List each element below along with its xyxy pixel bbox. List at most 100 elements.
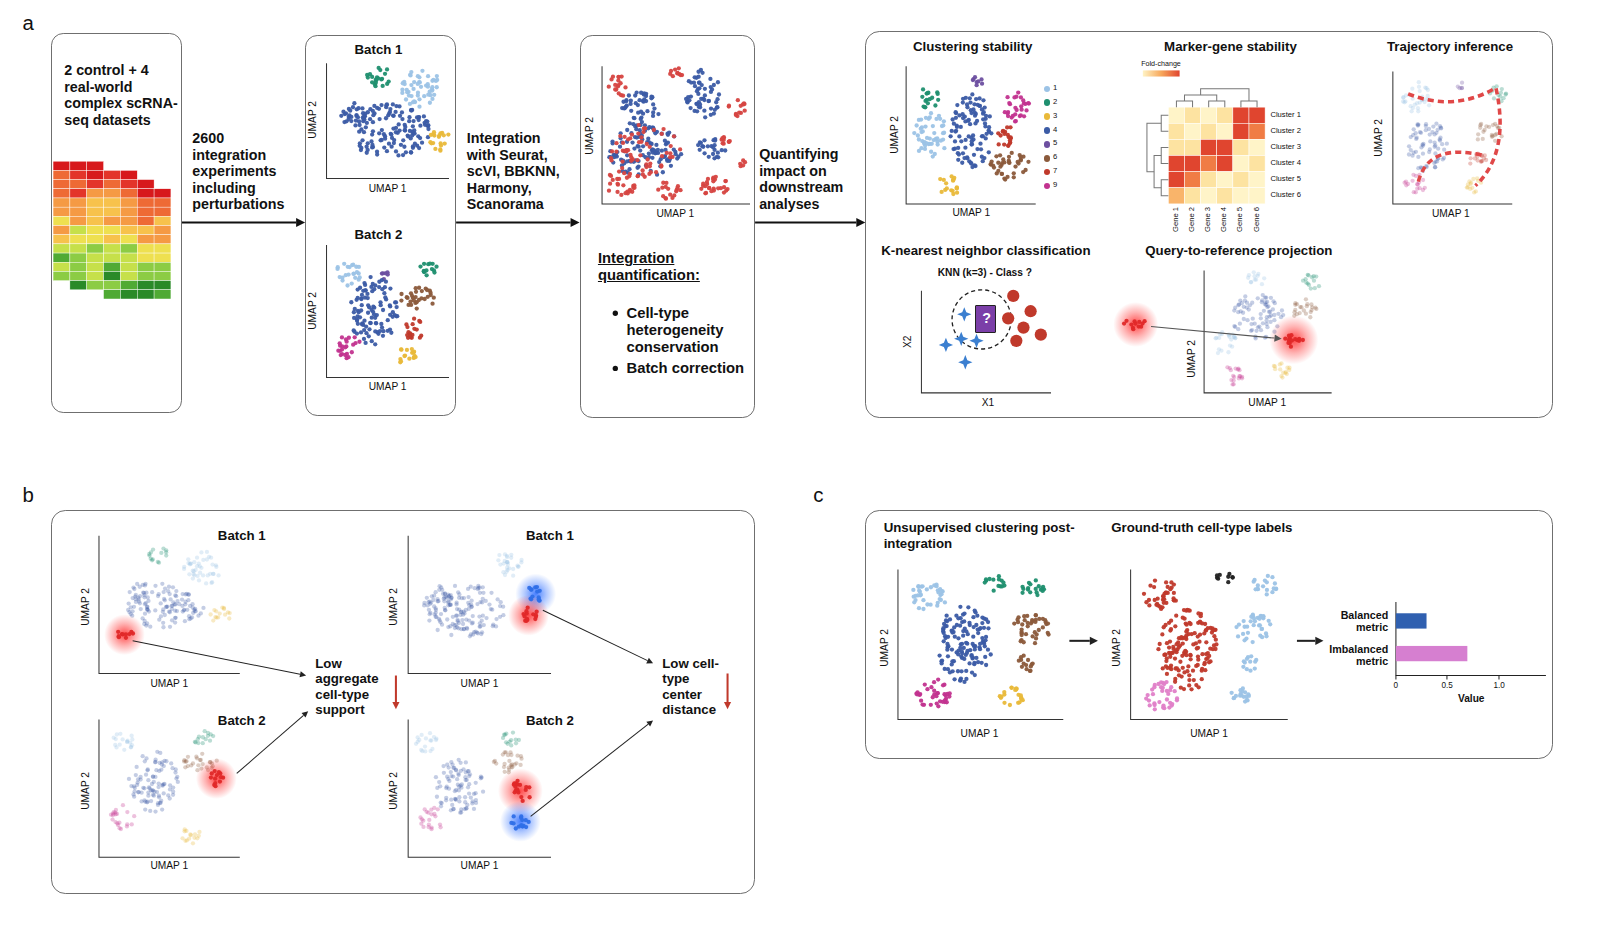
heatmap-cell	[1217, 139, 1233, 155]
scatter-dot	[1283, 337, 1287, 341]
scatter-dot	[416, 74, 420, 78]
scatter-dot	[405, 296, 409, 300]
heatmap-cell	[87, 170, 104, 179]
scatter-dot	[1432, 161, 1436, 165]
scatter-dot	[916, 133, 920, 137]
scatter-dot	[1401, 96, 1405, 100]
scatter-dot	[404, 97, 408, 101]
scatter-dot	[175, 609, 179, 613]
dendrogram	[1176, 101, 1192, 107]
heatmap-cell	[70, 180, 87, 189]
scatter-dot	[150, 590, 154, 594]
scatter-dot	[129, 745, 133, 749]
scatter-dot	[616, 75, 620, 79]
plot-axis	[1393, 71, 1512, 204]
scatter-dot	[414, 290, 418, 294]
scatter-dot	[391, 310, 395, 314]
scatter-dot	[197, 578, 201, 582]
class-circle	[1017, 321, 1029, 333]
scatter-dot	[923, 124, 927, 128]
scatter-dot	[164, 605, 168, 609]
heatmap-cell	[1217, 107, 1233, 123]
scatter-dot	[164, 550, 168, 554]
scatter-dot	[355, 331, 359, 335]
scatter-dot	[1273, 364, 1277, 368]
scatter-dot	[963, 138, 967, 142]
heatmap-cell	[1201, 123, 1217, 139]
scatter-dot	[418, 264, 422, 268]
class-star	[958, 355, 972, 369]
scatter-dot	[359, 297, 363, 301]
scatter-dot	[388, 304, 392, 308]
scatter-dot	[615, 182, 619, 186]
scatter-dot	[639, 135, 643, 139]
scatter-dot	[696, 92, 700, 96]
scatter-dot	[1460, 81, 1464, 85]
scatter-dot	[1421, 178, 1425, 182]
heatmap-cell	[1168, 172, 1184, 188]
scatter-dot	[1415, 187, 1419, 191]
scatter-dot	[928, 142, 932, 146]
heatmap-cell	[70, 226, 87, 235]
scatter-dot	[129, 630, 133, 634]
scatter-dot	[921, 87, 925, 91]
scatter-dot	[1272, 313, 1276, 317]
scatter-dot	[1262, 309, 1266, 313]
scatter-dot	[978, 104, 982, 108]
scatter-dot	[1412, 190, 1416, 194]
scatter-dot	[607, 84, 611, 88]
scatter-dot	[621, 159, 625, 163]
scatter-dot	[411, 124, 415, 128]
scatter-dot	[713, 138, 717, 142]
scatter-dot	[393, 110, 397, 114]
scatter-dot	[377, 280, 381, 284]
scatter-dot	[1468, 156, 1472, 160]
scatter-dot	[435, 85, 439, 89]
scatter-dot	[1026, 101, 1030, 105]
scatter-dot	[639, 91, 643, 95]
heatmap-cell	[120, 198, 137, 207]
scatter-dot	[170, 604, 174, 608]
scatter-dot	[738, 162, 742, 166]
scatter-dot	[670, 155, 674, 159]
scatter-dot	[978, 142, 982, 146]
scatter-dot	[129, 605, 133, 609]
scatter-dot	[207, 555, 211, 559]
scatter-dot	[967, 134, 971, 138]
scatter-dot	[1317, 284, 1321, 288]
scatter-dot	[143, 619, 147, 623]
scatter-dot	[399, 348, 403, 352]
scatter-dot	[379, 303, 383, 307]
heatmap-cell	[104, 253, 121, 262]
scatter-dot	[1473, 156, 1477, 160]
scatter-dot	[706, 99, 710, 103]
scatter-dot	[208, 612, 212, 616]
scatter-dot	[375, 152, 379, 156]
scatter-dot	[635, 158, 639, 162]
scatter-dot	[359, 330, 363, 334]
heatmap-cell	[70, 170, 87, 179]
scatter-dot	[131, 585, 135, 589]
scatter-dot	[1460, 86, 1464, 90]
scatter-dot	[198, 571, 202, 575]
heatmap-cell	[1249, 107, 1265, 123]
heatmap-cell	[1168, 188, 1184, 204]
scatter-dot	[1416, 155, 1420, 159]
scatter-dot	[385, 149, 389, 153]
scatter-dot	[940, 124, 944, 128]
heatmap-cell	[154, 271, 171, 280]
scatter-dot	[340, 278, 344, 282]
scatter-dot	[374, 321, 378, 325]
scatter-dot	[380, 325, 384, 329]
scatter-dot	[206, 573, 210, 577]
scatter-dot	[426, 93, 430, 97]
heatmap-cell	[1201, 139, 1217, 155]
scatter-dot	[412, 298, 416, 302]
heatmap-cell	[87, 235, 104, 244]
scatter-dot	[394, 149, 398, 153]
scatter-dot	[1000, 161, 1004, 165]
scatter-dot	[160, 582, 164, 586]
scatter-dot	[701, 182, 705, 186]
scatter-dot	[925, 91, 929, 95]
scatter-dot	[716, 186, 720, 190]
